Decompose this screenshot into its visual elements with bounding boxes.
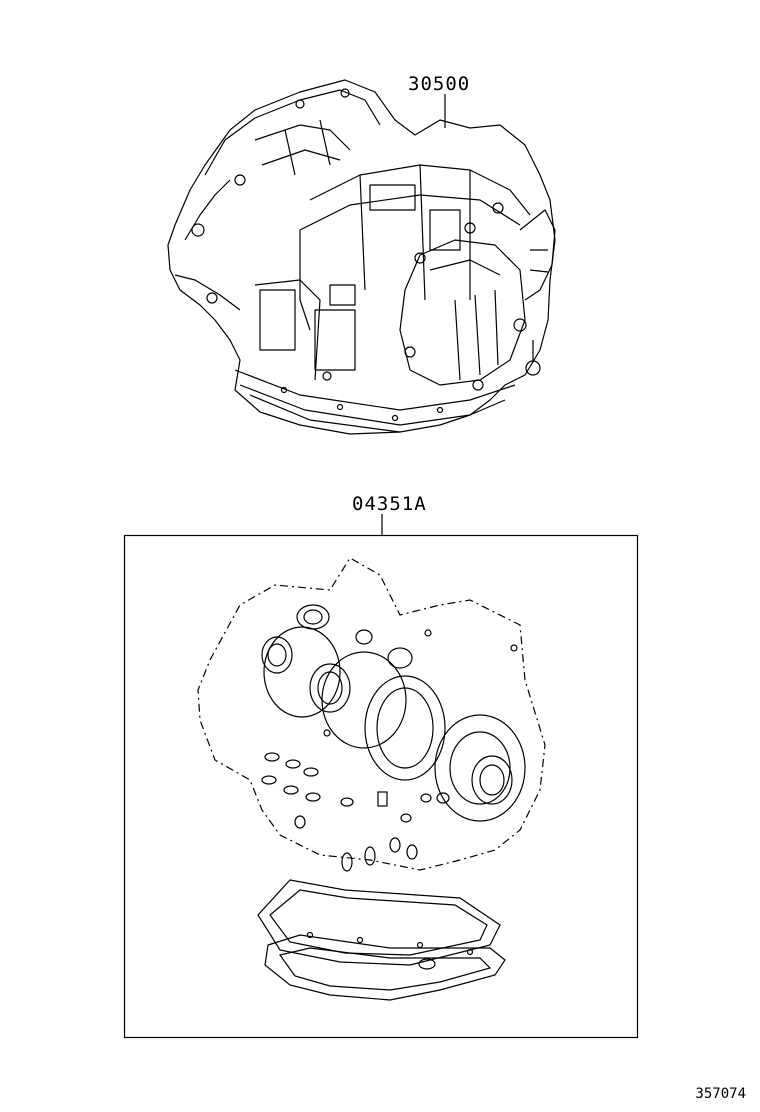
transaxle-assembly-illustration: [167, 79, 556, 435]
diagram-id: 357074: [695, 1086, 746, 1102]
kit-frame: [123, 534, 639, 1039]
transaxle-part-number[interactable]: 30500: [408, 73, 471, 95]
overhaul-kit-part-number[interactable]: 04351A: [352, 493, 427, 515]
overhaul-kit-illustration: [123, 514, 639, 1039]
